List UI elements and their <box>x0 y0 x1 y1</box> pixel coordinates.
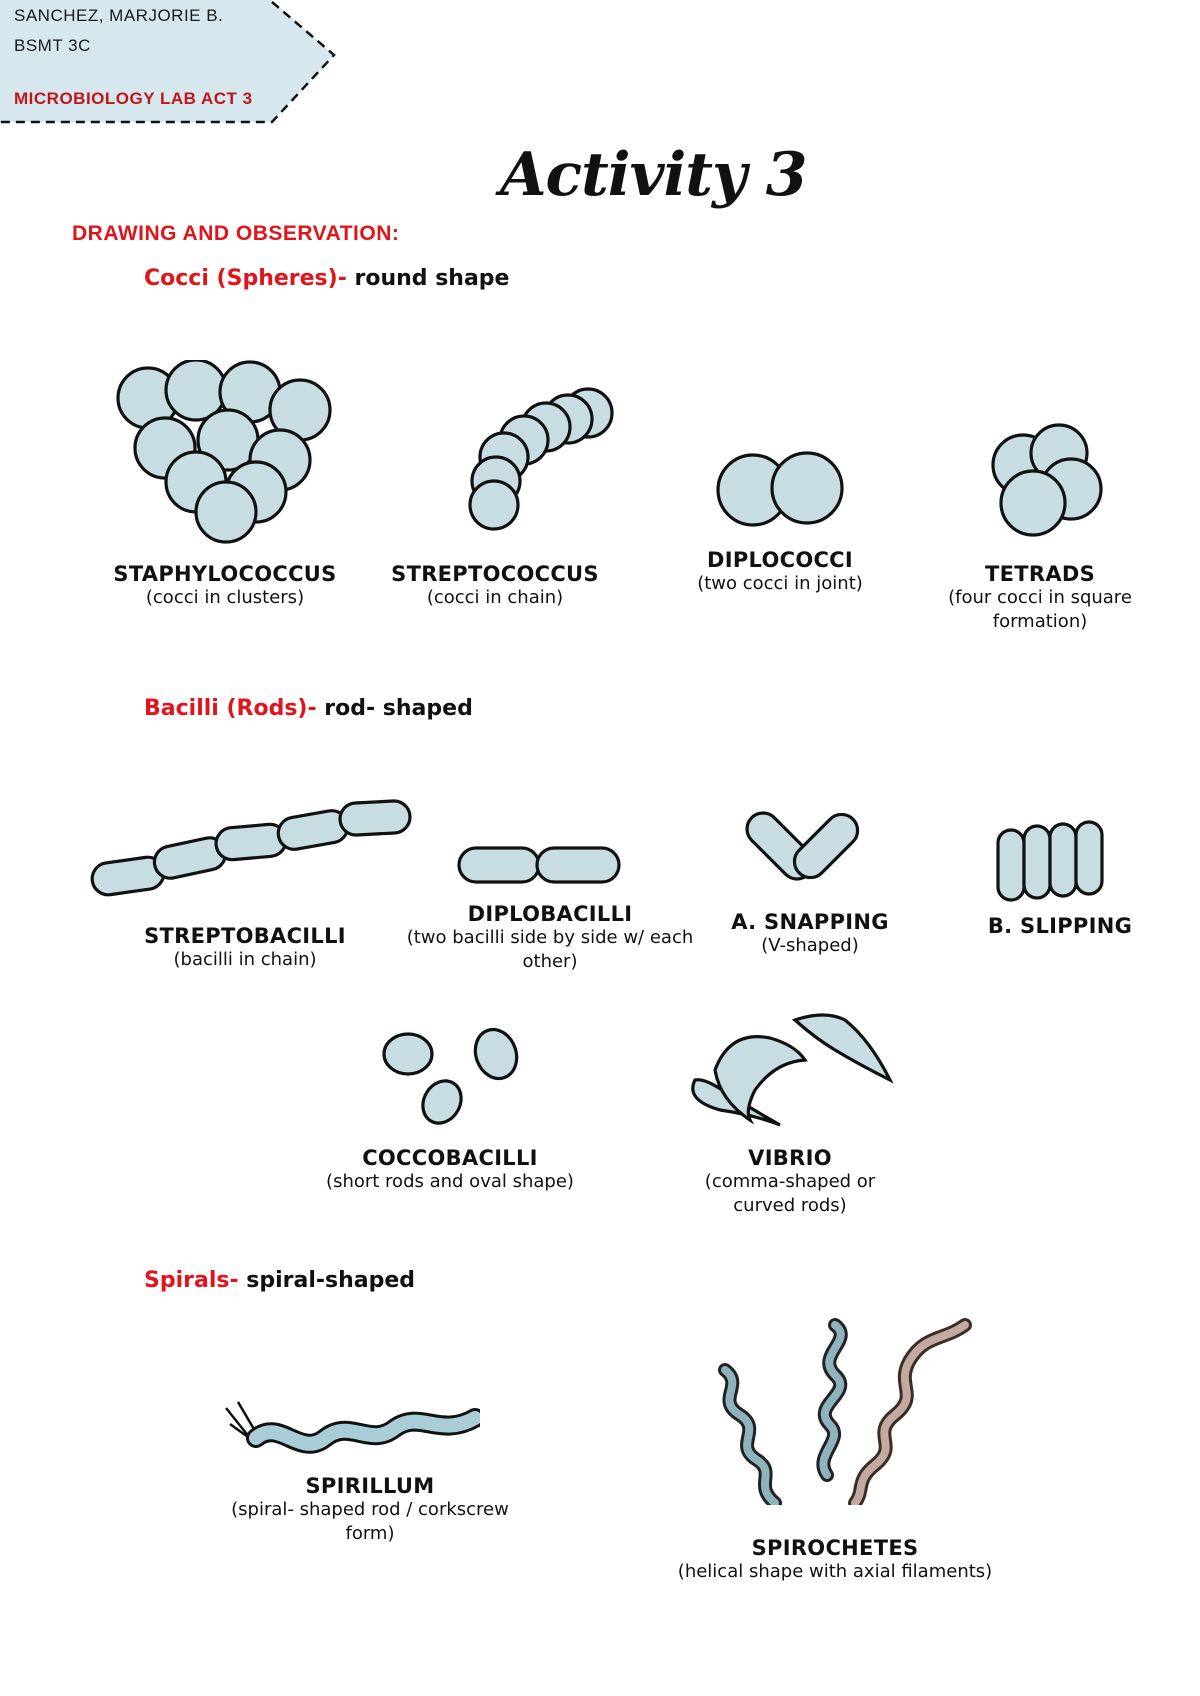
diplococci-desc: (two cocci in joint) <box>697 573 863 594</box>
diplococci-name: DIPLOCOCCI <box>706 548 854 572</box>
cocci-heading: Cocci (Spheres)- round shape <box>144 266 509 291</box>
slipping-label: B. SLIPPING <box>960 914 1160 938</box>
diplococci-label: DIPLOCOCCI (two cocci in joint) <box>665 548 895 596</box>
tag-shape <box>0 0 336 124</box>
vibrio-name: VIBRIO <box>748 1146 832 1170</box>
spirals-title: Spirals- <box>144 1268 239 1293</box>
activity-label: MICROBIOLOGY LAB ACT 3 <box>14 89 253 108</box>
section-heading: DRAWING AND OBSERVATION: <box>72 222 400 245</box>
bacilli-subtitle: rod- shaped <box>324 696 473 721</box>
bacilli-title: Bacilli (Rods)- <box>144 696 317 721</box>
spirochetes-drawing <box>718 1318 972 1505</box>
spirillum-desc: (spiral- shaped rod / corkscrew form) <box>231 1499 509 1545</box>
student-name: SANCHEZ, MARJORIE B. <box>14 6 224 25</box>
streptobacilli-label: STREPTOBACILLI (bacilli in chain) <box>110 924 380 972</box>
student-section: BSMT 3C <box>14 36 91 55</box>
streptococcus-label: STREPTOCOCCUS (cocci in chain) <box>370 562 620 610</box>
diplobacilli-drawing <box>457 846 621 884</box>
vibrio-label: VIBRIO (comma-shaped or curved rods) <box>695 1146 885 1219</box>
streptobacilli-name: STREPTOBACILLI <box>144 924 346 948</box>
coccobacilli-label: COCCOBACILLI (short rods and oval shape) <box>290 1146 610 1194</box>
spirillum-drawing <box>225 1401 480 1454</box>
streptobacilli-desc: (bacilli in chain) <box>173 949 317 970</box>
streptococcus-name: STREPTOCOCCUS <box>391 562 599 586</box>
snapping-desc: (V-shaped) <box>761 935 859 956</box>
vibrio-drawing <box>691 1013 894 1127</box>
page-title: Activity 3 <box>500 140 807 210</box>
coccobacilli-drawing <box>382 1027 519 1125</box>
spirochetes-label: SPIROCHETES (helical shape with axial fi… <box>640 1536 1030 1584</box>
spirillum-name: SPIRILLUM <box>305 1474 435 1498</box>
streptococcus-desc: (cocci in chain) <box>426 587 564 608</box>
tetrads-drawing <box>991 423 1103 537</box>
slipping-name: B. SLIPPING <box>987 914 1133 938</box>
staphylococcus-name: STAPHYLOCOCCUS <box>113 562 337 586</box>
diplococci-drawing <box>716 451 844 527</box>
staphylococcus-drawing <box>116 360 332 544</box>
diplobacilli-desc: (two bacilli side by side w/ each other) <box>406 927 694 973</box>
bacilli-heading: Bacilli (Rods)- rod- shaped <box>144 696 473 721</box>
snapping-label: A. SNAPPING (V-shaped) <box>700 910 920 958</box>
spirals-subtitle: spiral-shaped <box>246 1268 416 1293</box>
vibrio-desc: (comma-shaped or curved rods) <box>704 1171 876 1217</box>
cocci-title: Cocci (Spheres)- <box>144 266 347 291</box>
snapping-drawing <box>745 811 860 881</box>
spirochetes-name: SPIROCHETES <box>751 1536 919 1560</box>
snapping-name: A. SNAPPING <box>731 910 889 934</box>
tetrads-name: TETRADS <box>984 562 1096 586</box>
streptococcus-drawing <box>468 387 614 531</box>
staphylococcus-label: STAPHYLOCOCCUS (cocci in clusters) <box>95 562 355 610</box>
tetrads-label: TETRADS (four cocci in square formation) <box>925 562 1155 635</box>
diplobacilli-label: DIPLOBACILLI (two bacilli side by side w… <box>400 902 700 975</box>
spirillum-label: SPIRILLUM (spiral- shaped rod / corkscre… <box>220 1474 520 1547</box>
slipping-drawing <box>996 820 1104 902</box>
cocci-subtitle: round shape <box>354 266 510 291</box>
coccobacilli-desc: (short rods and oval shape) <box>326 1171 574 1192</box>
diplobacilli-name: DIPLOBACILLI <box>467 902 633 926</box>
spirochetes-desc: (helical shape with axial filaments) <box>677 1561 993 1582</box>
coccobacilli-name: COCCOBACILLI <box>362 1146 538 1170</box>
staphylococcus-desc: (cocci in clusters) <box>145 587 305 608</box>
spirals-heading: Spirals- spiral-shaped <box>144 1268 415 1293</box>
streptobacilli-drawing <box>90 799 412 897</box>
tetrads-desc: (four cocci in square formation) <box>948 587 1132 633</box>
